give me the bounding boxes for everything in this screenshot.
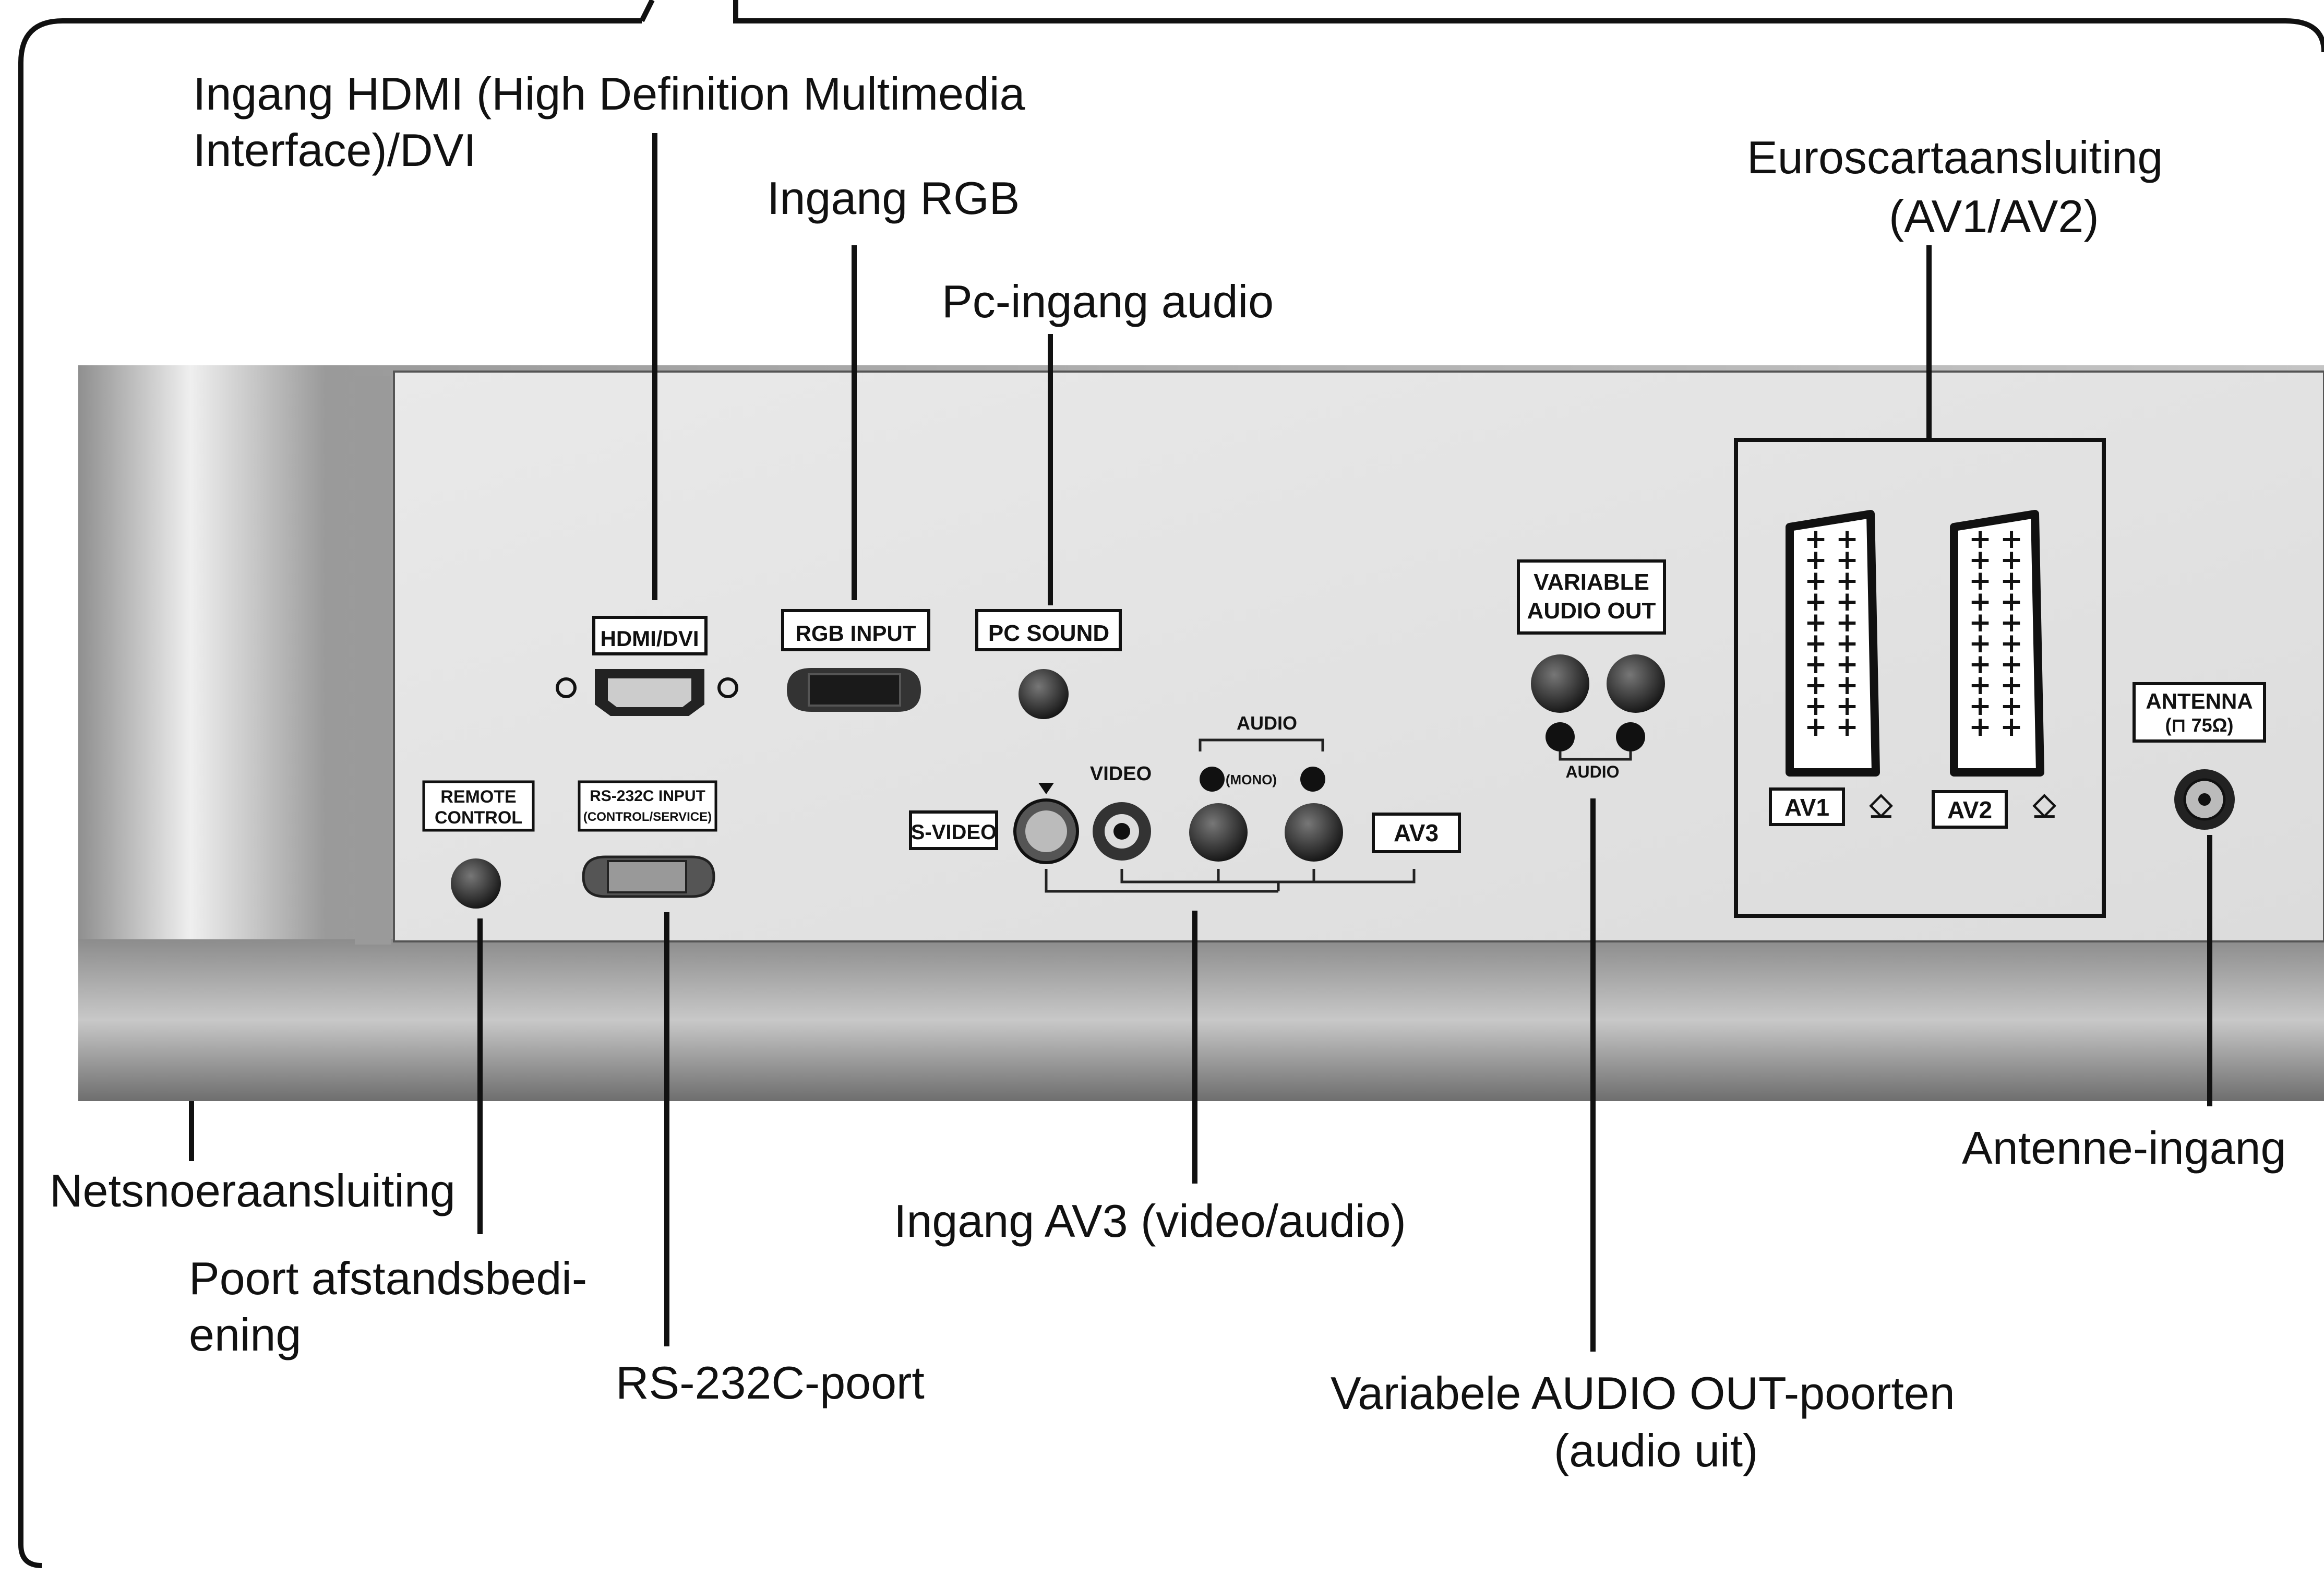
hdmi-dvi-label: HDMI/DVI: [601, 626, 699, 651]
audio-top-label: AUDIO: [1237, 712, 1297, 734]
scart-pin: +: [1804, 670, 1827, 701]
antenna-label-2: (⊓ 75Ω): [2165, 714, 2234, 736]
variable-audio-out-port-group: VARIABLE AUDIO OUT AUDIO: [1517, 559, 1666, 781]
scart-pin: +: [2000, 565, 2023, 596]
page-frame: [18, 18, 642, 1568]
av1-label: AV1: [1784, 794, 1829, 821]
audio-out-small-label: AUDIO: [1565, 762, 1619, 781]
scart-pin: +: [1969, 565, 1992, 596]
rgb-input-port: RGB INPUT: [781, 609, 930, 712]
scart-pin: +: [1804, 586, 1827, 617]
scart-pin: +: [2000, 607, 2023, 638]
callout-rgb: Ingang RGB: [767, 172, 1020, 224]
scart-pin: +: [1804, 523, 1827, 555]
scart-pin: +: [1836, 544, 1859, 576]
scart-pin: +: [1804, 690, 1827, 722]
scart-pin: +: [1836, 565, 1859, 596]
callout-hdmi-line2: Interface)/DVI: [193, 124, 476, 176]
page-frame-tab: [639, 0, 2324, 53]
callout-power: Netsnoeraansluiting: [50, 1165, 456, 1216]
remote-control-port: REMOTE CONTROL: [422, 780, 535, 909]
scart-av1: ++++++++++++++++++++ AV1 ⎐: [1769, 510, 1894, 826]
scart-pin: +: [2000, 544, 2023, 576]
mono-label: (MONO): [1226, 772, 1277, 787]
side-column: [355, 376, 391, 945]
scart-pin: +: [1969, 649, 1992, 680]
remote-control-label-1: REMOTE: [440, 787, 516, 807]
scart-pin: +: [2000, 711, 2023, 743]
rs232c-port: RS-232C INPUT (CONTROL/SERVICE): [578, 780, 717, 898]
scart-pin: +: [1969, 607, 1992, 638]
callout-audio-out-line2: (audio uit): [1554, 1425, 1758, 1476]
variable-audio-out-label-1: VARIABLE: [1534, 569, 1649, 595]
scart-pin: +: [1804, 628, 1827, 659]
callout-av3: Ingang AV3 (video/audio): [894, 1195, 1406, 1247]
s-video-label: S-VIDEO: [911, 821, 997, 844]
callout-pc-audio: Pc-ingang audio: [942, 276, 1274, 327]
scart-pin: +: [1836, 523, 1859, 555]
scart-pin: +: [1836, 586, 1859, 617]
scart-pin: +: [2000, 649, 2023, 680]
scart-pin: +: [2000, 670, 2023, 701]
av2-label: AV2: [1947, 796, 1992, 823]
scart-pin: +: [1804, 544, 1827, 576]
tv-bottom-shelf: [78, 939, 2324, 1101]
rs232c-label-2: (CONTROL/SERVICE): [583, 810, 712, 824]
scart-pin: +: [1969, 586, 1992, 617]
callout-antenna: Antenne-ingang: [1962, 1122, 2286, 1174]
scart-pin: +: [2000, 690, 2023, 722]
antenna-port: ANTENNA (⊓ 75Ω): [2133, 682, 2266, 830]
callout-audio-out-line1: Variabele AUDIO OUT-poorten: [1331, 1367, 1955, 1419]
callout-euroscart-line2: (AV1/AV2): [1889, 190, 2099, 242]
scart-pin: +: [1969, 711, 1992, 743]
scart-pin: +: [2000, 523, 2023, 555]
scart-pin: +: [1969, 670, 1992, 701]
antenna-label-1: ANTENNA: [2146, 689, 2253, 713]
euroscart-port-group: ++++++++++++++++++++ AV1 ⎐ +++++++++++++…: [1734, 438, 2106, 918]
scart-pin: +: [1804, 711, 1827, 743]
pc-sound-label: PC SOUND: [988, 620, 1109, 646]
scart-pin: +: [1969, 544, 1992, 576]
scart-av2-symbol-icon: ⎐: [2032, 789, 2056, 823]
scart-pin: +: [1836, 690, 1859, 722]
scart-av2: ++++++++++++++++++++ AV2 ⎐: [1932, 510, 2057, 829]
scart-pin: +: [1836, 628, 1859, 659]
leader-lines: [189, 133, 2212, 1352]
callout-remote-line1: Poort afstandsbedi-: [189, 1252, 587, 1304]
scart-pin: +: [1969, 628, 1992, 659]
hdmi-dvi-port: HDMI/DVI: [556, 616, 738, 716]
remote-control-label-2: CONTROL: [435, 808, 522, 828]
av3-label: AV3: [1394, 819, 1439, 846]
scart-pin: +: [2000, 628, 2023, 659]
scart-av1-symbol-icon: ⎐: [1868, 789, 1893, 823]
scart-pin: +: [1804, 607, 1827, 638]
rgb-input-label: RGB INPUT: [796, 621, 916, 646]
scart-pin: +: [1804, 649, 1827, 680]
scart-pin: +: [1836, 670, 1859, 701]
variable-audio-out-label-2: AUDIO OUT: [1527, 598, 1656, 624]
scart-pin: +: [1969, 690, 1992, 722]
callout-hdmi-line1: Ingang HDMI (High Definition Multimedia: [193, 68, 1025, 120]
scart-pin: +: [1804, 565, 1827, 596]
callout-rs232: RS-232C-poort: [616, 1357, 925, 1408]
av3-port-group: S-VIDEO VIDEO AUDIO (MONO) AV3: [909, 712, 1461, 893]
scart-pin: +: [2000, 586, 2023, 617]
video-label: VIDEO: [1090, 763, 1152, 785]
scart-pin: +: [1836, 607, 1859, 638]
scart-pin: +: [1969, 523, 1992, 555]
callout-euroscart-line1: Euroscartaansluiting: [1747, 132, 2163, 183]
scart-pin: +: [1836, 711, 1859, 743]
scart-pin: +: [1836, 649, 1859, 680]
pc-sound-port: PC SOUND: [975, 609, 1122, 719]
rs232c-label-1: RS-232C INPUT: [590, 787, 705, 805]
callout-remote-line2: ening: [189, 1309, 301, 1360]
